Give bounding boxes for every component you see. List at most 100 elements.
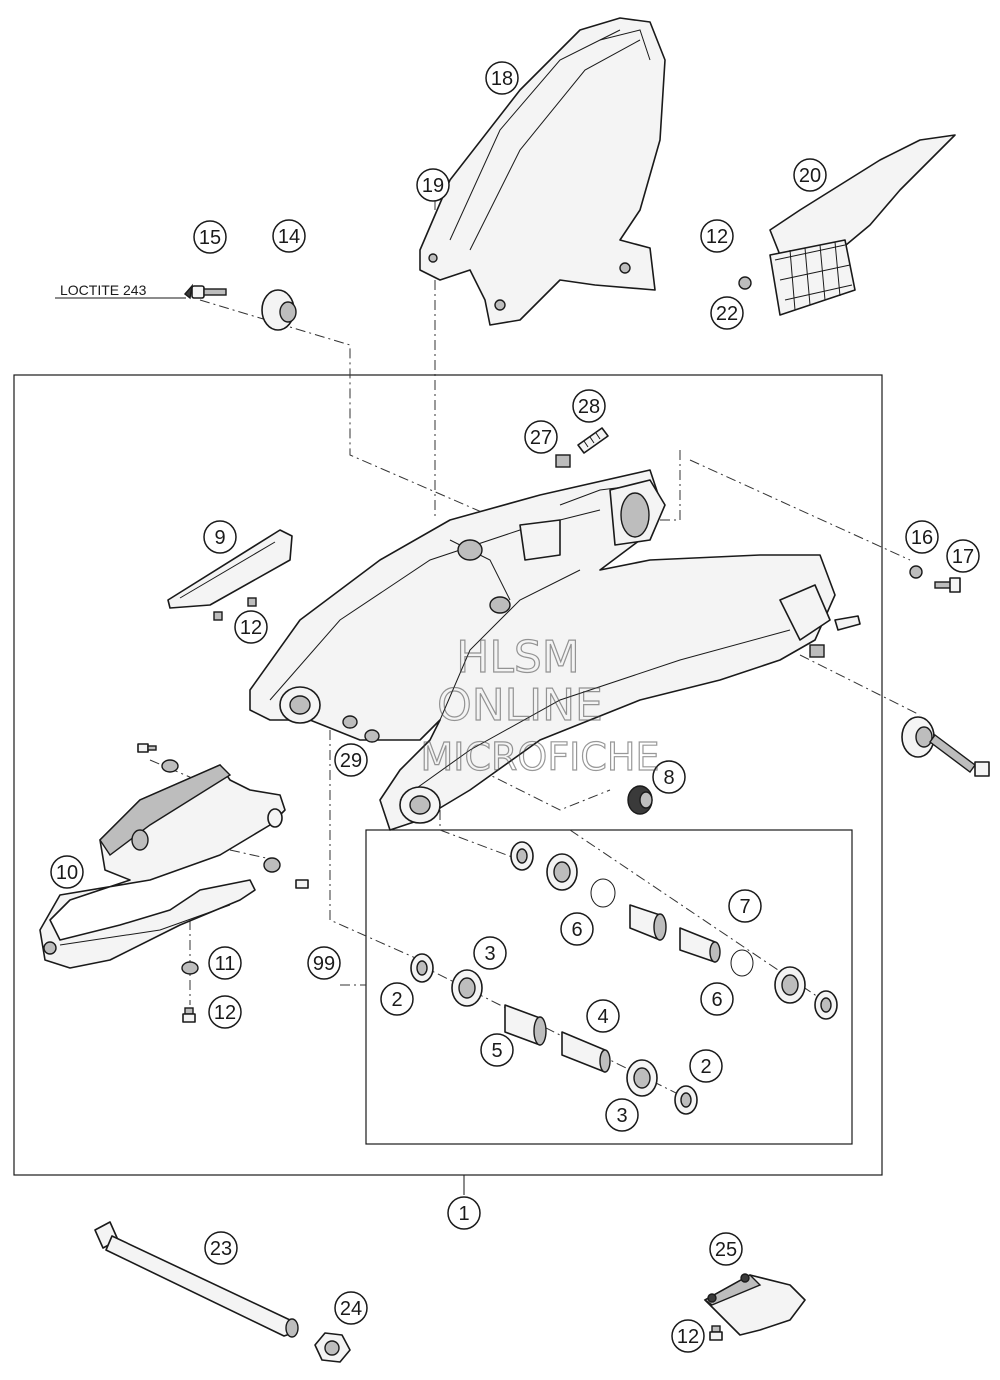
bushing-8 — [627, 785, 653, 815]
bearing-kit-frame — [365, 829, 853, 1145]
callout-20: 20 — [793, 158, 827, 192]
callout-5: 5 — [480, 1033, 514, 1067]
callout-label: 25 — [715, 1239, 737, 1261]
callout-circle — [709, 1232, 743, 1266]
callout-circle — [334, 743, 368, 777]
callout-circle — [700, 982, 734, 1016]
callout-circle — [334, 1291, 368, 1325]
bolt-15 — [191, 285, 227, 299]
callout-circle — [605, 1098, 639, 1132]
bushing-14 — [261, 289, 297, 331]
screw-12-bottom — [709, 1325, 723, 1341]
callout-11: 11 — [208, 946, 242, 980]
callout-label: 8 — [663, 767, 674, 789]
callout-label: 23 — [210, 1238, 232, 1260]
callout-label: 28 — [578, 396, 600, 418]
callout-circle — [485, 61, 519, 95]
callout-label: 12 — [214, 1002, 236, 1024]
callout-circle — [203, 520, 237, 554]
callout-10: 10 — [50, 855, 84, 889]
swingarm — [249, 469, 861, 831]
callout-label: 29 — [340, 750, 362, 772]
callout-label: 9 — [214, 527, 225, 549]
callout-17: 17 — [946, 539, 980, 573]
bolt-17 — [934, 577, 961, 593]
callout-16: 16 — [905, 520, 939, 554]
callout-3: 3 — [473, 936, 507, 970]
callout-label: 3 — [484, 943, 495, 965]
callout-circle — [700, 219, 734, 253]
callout-circle — [710, 296, 744, 330]
callout-7: 7 — [728, 889, 762, 923]
callout-label: 99 — [313, 953, 335, 975]
callout-12: 12 — [234, 610, 268, 644]
callout-circle — [671, 1319, 705, 1353]
callout-label: 12 — [677, 1326, 699, 1348]
callout-circle — [905, 520, 939, 554]
chain-guard-lower — [39, 764, 286, 969]
callout-circle — [307, 946, 341, 980]
callout-28: 28 — [572, 389, 606, 423]
callout-circle — [208, 995, 242, 1029]
callout-circle — [728, 889, 762, 923]
watermark-line2: ONLINE — [437, 680, 603, 731]
callout-2: 2 — [380, 982, 414, 1016]
callout-19: 19 — [416, 168, 450, 202]
callout-label: 10 — [56, 862, 78, 884]
callout-circle — [447, 1196, 481, 1230]
callout-circle — [234, 610, 268, 644]
screw-10-top — [137, 743, 179, 773]
loctite-drop — [183, 283, 194, 300]
callout-23: 23 — [204, 1231, 238, 1265]
callout-3: 3 — [605, 1098, 639, 1132]
swingarm-assembly-frame — [13, 374, 883, 1176]
callout-circle — [50, 855, 84, 889]
callout-label: 11 — [215, 953, 236, 975]
callout-22: 22 — [710, 296, 744, 330]
washer-11 — [181, 961, 199, 975]
callout-label: 14 — [278, 226, 300, 248]
callout-12: 12 — [208, 995, 242, 1029]
callout-6: 6 — [560, 912, 594, 946]
callout-99: 99 — [307, 946, 341, 980]
callout-circle — [416, 168, 450, 202]
callout-circle — [193, 220, 227, 254]
callout-circle — [524, 420, 558, 454]
callout-circle — [560, 912, 594, 946]
cap-29b — [364, 729, 380, 743]
cap-29a — [342, 715, 358, 729]
axle-nut-24 — [314, 1332, 351, 1363]
callout-12: 12 — [671, 1319, 705, 1353]
callout-circle — [946, 539, 980, 573]
callout-label: 3 — [616, 1105, 627, 1127]
callout-circle — [652, 760, 686, 794]
callout-circle — [473, 936, 507, 970]
callout-label: 12 — [240, 617, 262, 639]
chain-guard-top — [769, 134, 956, 316]
washer-22 — [738, 276, 752, 290]
callout-label: 2 — [391, 989, 402, 1011]
callout-circle — [208, 946, 242, 980]
callout-label: 12 — [706, 226, 728, 248]
callout-label: 20 — [799, 165, 821, 187]
callout-circle — [572, 389, 606, 423]
callout-8: 8 — [652, 760, 686, 794]
callout-label: 1 — [458, 1203, 469, 1225]
callout-25: 25 — [709, 1232, 743, 1266]
callout-circle — [480, 1033, 514, 1067]
callout-24: 24 — [334, 1291, 368, 1325]
screw-12-lower — [182, 1007, 196, 1023]
callout-1: 1 — [447, 1196, 481, 1230]
callout-label: 6 — [571, 919, 582, 941]
callout-label: 22 — [716, 303, 738, 325]
callout-label: 15 — [199, 227, 221, 249]
watermark: HLSM ONLINE MICROFICHE — [420, 631, 660, 779]
axle-spacer-right — [901, 716, 935, 758]
callout-label: 2 — [700, 1056, 711, 1078]
callout-label: 24 — [340, 1298, 362, 1320]
callout-29: 29 — [334, 743, 368, 777]
callout-label: 18 — [491, 68, 513, 90]
